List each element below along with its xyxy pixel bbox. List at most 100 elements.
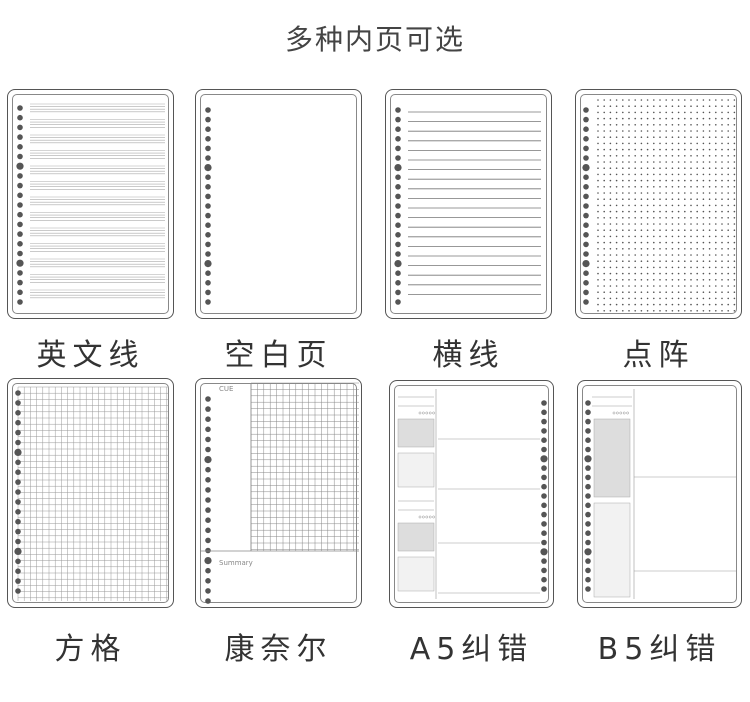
binder-hole-icon — [582, 260, 590, 268]
binder-hole-icon — [17, 202, 23, 208]
rating-star-icon — [422, 515, 425, 519]
cue-label: CUE — [219, 385, 233, 393]
lined-page-card[interactable] — [385, 89, 552, 319]
blank-pattern — [204, 107, 212, 305]
rating-star-icon — [432, 411, 435, 415]
binder-hole-icon — [583, 232, 589, 238]
binder-hole-icon — [205, 212, 211, 219]
binder-hole-icon — [585, 474, 591, 481]
binder-hole-icon — [205, 145, 211, 152]
binder-hole-icon — [541, 530, 547, 536]
binder-hole-icon — [395, 270, 401, 276]
rating-star-icon — [616, 411, 619, 415]
binder-hole-icon — [394, 260, 402, 268]
binder-hole-icon — [541, 576, 547, 583]
binder-hole-icon — [541, 586, 547, 592]
cornell-page-card[interactable]: CUE Summary — [195, 378, 362, 608]
b5-mistake-page-card[interactable] — [577, 380, 742, 608]
binder-hole-icon — [205, 547, 211, 554]
binder-hole-icon — [585, 418, 591, 425]
binder-hole-icon — [17, 144, 23, 150]
binder-hole-icon — [17, 153, 23, 160]
binder-hole-icon — [585, 483, 591, 490]
binder-hole-icon — [15, 518, 21, 525]
binder-hole-icon — [395, 155, 401, 161]
binder-hole-icon — [585, 576, 591, 583]
binder-hole-icon — [585, 558, 591, 564]
binder-hole-icon — [585, 437, 591, 443]
english-line-page-card[interactable] — [7, 89, 174, 319]
binder-hole-icon — [16, 162, 24, 170]
binder-hole-icon — [205, 477, 211, 483]
binder-hole-icon — [395, 241, 401, 248]
lined-page-label: 横线 — [432, 338, 505, 373]
binder-hole-icon — [204, 260, 212, 268]
rating-star-icon — [612, 411, 616, 415]
binder-hole-icon — [395, 232, 401, 238]
binder-hole-icon — [395, 299, 401, 305]
binder-hole-icon — [395, 280, 401, 286]
binder-hole-icon — [17, 134, 23, 140]
binder-hole-icon — [205, 497, 211, 503]
binder-hole-icon — [15, 558, 21, 565]
english-line-pattern — [16, 103, 165, 305]
binder-hole-icon — [15, 538, 21, 545]
binder-hole-icon — [205, 537, 211, 544]
binder-hole-icon — [17, 279, 23, 286]
binder-hole-icon — [541, 446, 547, 453]
binder-hole-icon — [585, 465, 591, 471]
binder-hole-icon — [583, 251, 589, 257]
binder-hole-icon — [205, 466, 211, 473]
binder-hole-icon — [582, 164, 590, 172]
binder-hole-icon — [205, 446, 211, 453]
binder-hole-icon — [583, 184, 589, 190]
rating-star-icon — [418, 515, 422, 519]
dot-grid-page-card[interactable] — [575, 89, 742, 319]
binder-hole-icon — [583, 136, 589, 142]
binder-hole-icon — [585, 409, 591, 416]
binder-hole-icon — [395, 251, 401, 257]
b5-mistake-label: B5纠错 — [597, 632, 722, 667]
binder-hole-icon — [541, 428, 547, 434]
binder-hole-icon — [205, 222, 211, 228]
dot-grid-pattern — [582, 99, 736, 312]
binder-hole-icon — [205, 507, 211, 513]
a5-mistake-page-card[interactable] — [389, 380, 554, 608]
summary-label: Summary — [219, 559, 253, 567]
binder-hole-icon — [585, 446, 591, 453]
square-grid-label: 方格 — [54, 632, 127, 667]
binder-hole-icon — [583, 280, 589, 286]
binder-hole-icon — [15, 509, 21, 515]
binder-hole-icon — [541, 409, 547, 416]
rating-star-icon — [425, 411, 429, 415]
binder-hole-icon — [541, 511, 547, 518]
binder-hole-icon — [205, 270, 211, 276]
rating-star-icon — [425, 515, 429, 519]
binder-hole-icon — [17, 289, 23, 296]
binder-hole-icon — [17, 211, 23, 218]
binder-hole-icon — [583, 289, 589, 296]
binder-hole-icon — [585, 521, 591, 527]
binder-hole-icon — [541, 567, 547, 574]
binder-hole-icon — [395, 193, 401, 200]
binder-hole-icon — [205, 203, 211, 209]
blank-page-card[interactable] — [195, 89, 362, 319]
b5-mistake-pattern — [584, 389, 736, 599]
square-grid-page-card[interactable] — [7, 378, 174, 608]
binder-hole-icon — [395, 212, 401, 219]
binder-hole-icon — [17, 270, 23, 276]
lined-pattern — [394, 107, 541, 305]
binder-hole-icon — [585, 502, 591, 509]
binder-hole-icon — [205, 289, 211, 296]
binder-hole-icon — [395, 222, 401, 228]
binder-hole-icon — [541, 521, 547, 527]
binder-hole-icon — [205, 251, 211, 257]
binder-hole-icon — [205, 280, 211, 286]
binder-hole-icon — [205, 232, 211, 238]
binder-hole-icon — [395, 174, 401, 180]
binder-hole-icon — [17, 231, 23, 237]
binder-hole-icon — [585, 400, 591, 406]
binder-hole-icon — [541, 502, 547, 509]
binder-hole-icon — [395, 184, 401, 190]
binder-hole-icon — [205, 155, 211, 161]
